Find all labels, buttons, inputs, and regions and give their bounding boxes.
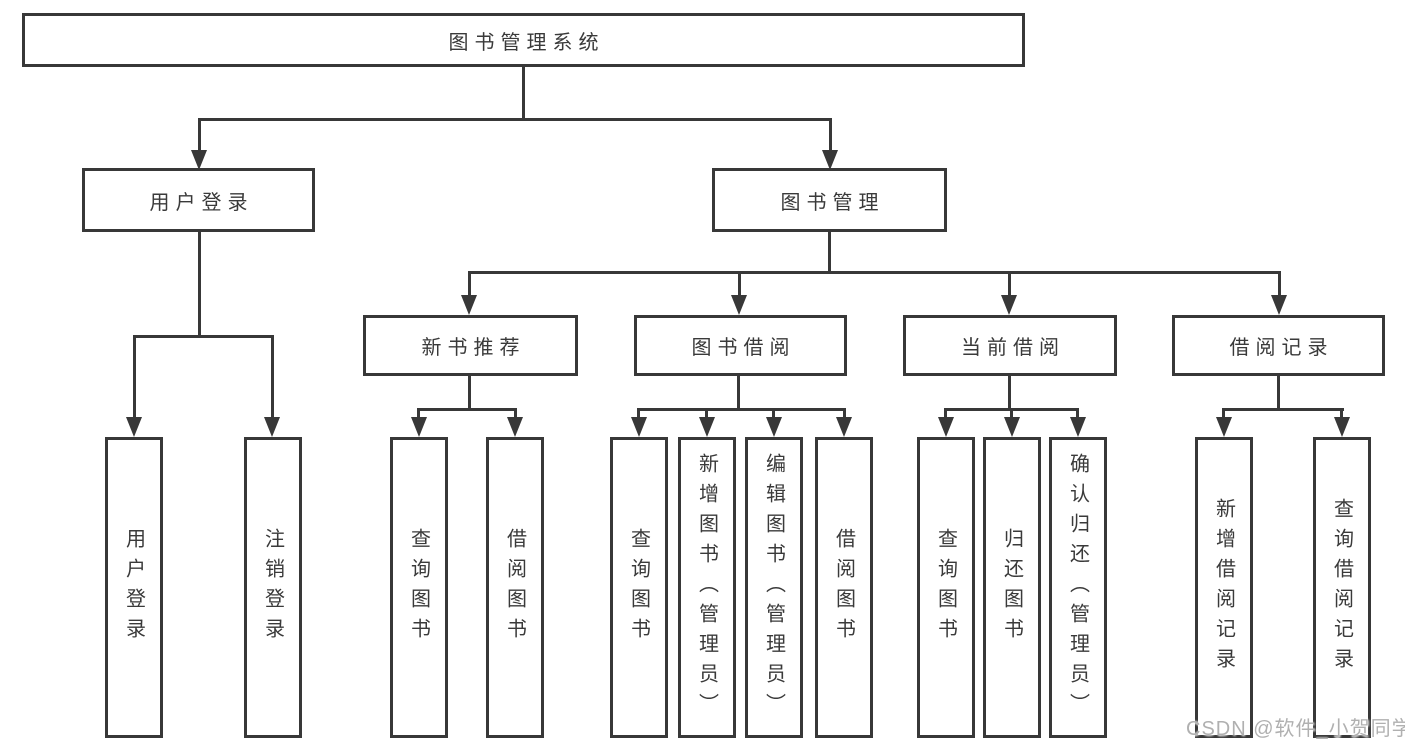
connector-arrow-down: [731, 295, 747, 315]
connector-line: [514, 408, 517, 420]
connector-line: [1076, 408, 1079, 420]
leaf-add-books-admin: 新增图书（管理员）: [678, 437, 736, 738]
connector-line: [1340, 408, 1343, 420]
node-book-management: 图书管理: [712, 168, 947, 232]
node-current-borrowing: 当前借阅: [903, 315, 1117, 376]
connector-line: [828, 232, 831, 273]
leaf-edit-books-admin: 编辑图书（管理员）: [745, 437, 803, 738]
node-library-system: 图书管理系统: [22, 13, 1025, 67]
leaf-return-books-label: 归还图书: [1000, 527, 1023, 648]
connector-line: [705, 408, 708, 420]
node-current-borrowing-label: 当前借阅: [961, 337, 1065, 359]
connector-line: [133, 335, 274, 338]
connector-line: [271, 335, 274, 421]
node-book-borrowing-label: 图书借阅: [691, 337, 796, 359]
leaf-query-books-current-label: 查询图书: [934, 527, 957, 648]
connector-line: [772, 408, 775, 420]
node-borrowing-records-label: 借阅记录: [1229, 337, 1334, 359]
connector-arrow-down: [631, 417, 647, 437]
connector-line: [829, 118, 832, 152]
connector-line: [522, 65, 525, 118]
connector-line: [1222, 408, 1225, 420]
connector-arrow-down: [938, 417, 954, 437]
leaf-edit-books-admin-label: 编辑图书（管理员）: [762, 452, 785, 723]
connector-arrow-down: [1004, 417, 1020, 437]
node-new-book-recommend-label: 新书推荐: [421, 337, 526, 359]
leaf-user-login: 用户登录: [105, 437, 163, 738]
connector-arrow-down: [1216, 417, 1232, 437]
connector-line: [468, 271, 471, 297]
node-new-book-recommend: 新书推荐: [363, 315, 578, 376]
connector-line: [637, 408, 640, 420]
connector-line: [198, 232, 201, 335]
leaf-borrow-books-borrowing-label: 借阅图书: [832, 527, 855, 648]
leaf-query-books-current: 查询图书: [917, 437, 975, 738]
connector-line: [417, 408, 517, 411]
node-library-system-label: 图书管理系统: [448, 31, 605, 54]
leaf-user-login-label: 用户登录: [122, 527, 145, 648]
leaf-query-books-recommend: 查询图书: [390, 437, 448, 738]
leaf-query-books-recommend-label: 查询图书: [407, 527, 430, 648]
leaf-borrow-books-recommend-label: 借阅图书: [503, 527, 526, 648]
node-borrowing-records: 借阅记录: [1172, 315, 1385, 376]
connector-arrow-down: [191, 150, 207, 170]
connector-arrow-down: [461, 295, 477, 315]
connector-line: [738, 271, 741, 297]
node-user-login-label: 用户登录: [149, 191, 254, 214]
connector-line: [843, 408, 846, 420]
csdn-watermark: CSDN @软件_小贺同学: [1186, 718, 1405, 740]
connector-arrow-down: [1271, 295, 1287, 315]
connector-line: [198, 118, 832, 121]
leaf-add-books-admin-label: 新增图书（管理员）: [695, 452, 718, 723]
connector-line: [1222, 408, 1344, 411]
connector-arrow-down: [836, 417, 852, 437]
leaf-query-borrow-record-label: 查询借阅记录: [1330, 497, 1353, 678]
leaf-logout-login: 注销登录: [244, 437, 302, 738]
connector-arrow-down: [411, 417, 427, 437]
connector-line: [133, 335, 136, 421]
leaf-query-books-borrowing: 查询图书: [610, 437, 668, 738]
leaf-borrow-books-borrowing: 借阅图书: [815, 437, 873, 738]
connector-line: [468, 376, 471, 408]
connector-arrow-down: [264, 417, 280, 437]
connector-line: [944, 408, 947, 420]
connector-arrow-down: [699, 417, 715, 437]
connector-arrow-down: [766, 417, 782, 437]
connector-arrow-down: [507, 417, 523, 437]
leaf-query-borrow-record: 查询借阅记录: [1313, 437, 1371, 738]
connector-line: [417, 408, 420, 420]
connector-line: [1010, 408, 1013, 420]
connector-arrow-down: [1070, 417, 1086, 437]
connector-line: [468, 271, 1281, 274]
connector-line: [1008, 271, 1011, 297]
connector-arrow-down: [1334, 417, 1350, 437]
connector-arrow-down: [126, 417, 142, 437]
leaf-add-borrow-record: 新增借阅记录: [1195, 437, 1253, 738]
connector-line: [637, 408, 846, 411]
leaf-logout-login-label: 注销登录: [261, 527, 284, 648]
connector-arrow-down: [1001, 295, 1017, 315]
connector-line: [198, 118, 201, 152]
node-user-login: 用户登录: [82, 168, 315, 232]
leaf-query-books-borrowing-label: 查询图书: [627, 527, 650, 648]
leaf-borrow-books-recommend: 借阅图书: [486, 437, 544, 738]
connector-arrow-down: [822, 150, 838, 170]
connector-line: [737, 376, 740, 408]
leaf-return-books: 归还图书: [983, 437, 1041, 738]
node-book-management-label: 图书管理: [780, 191, 885, 214]
connector-line: [1008, 376, 1011, 408]
leaf-confirm-return-admin: 确认归还（管理员）: [1049, 437, 1107, 738]
node-book-borrowing: 图书借阅: [634, 315, 847, 376]
connector-line: [1278, 271, 1281, 297]
leaf-add-borrow-record-label: 新增借阅记录: [1212, 497, 1235, 678]
leaf-confirm-return-admin-label: 确认归还（管理员）: [1066, 452, 1089, 723]
connector-line: [1277, 376, 1280, 408]
